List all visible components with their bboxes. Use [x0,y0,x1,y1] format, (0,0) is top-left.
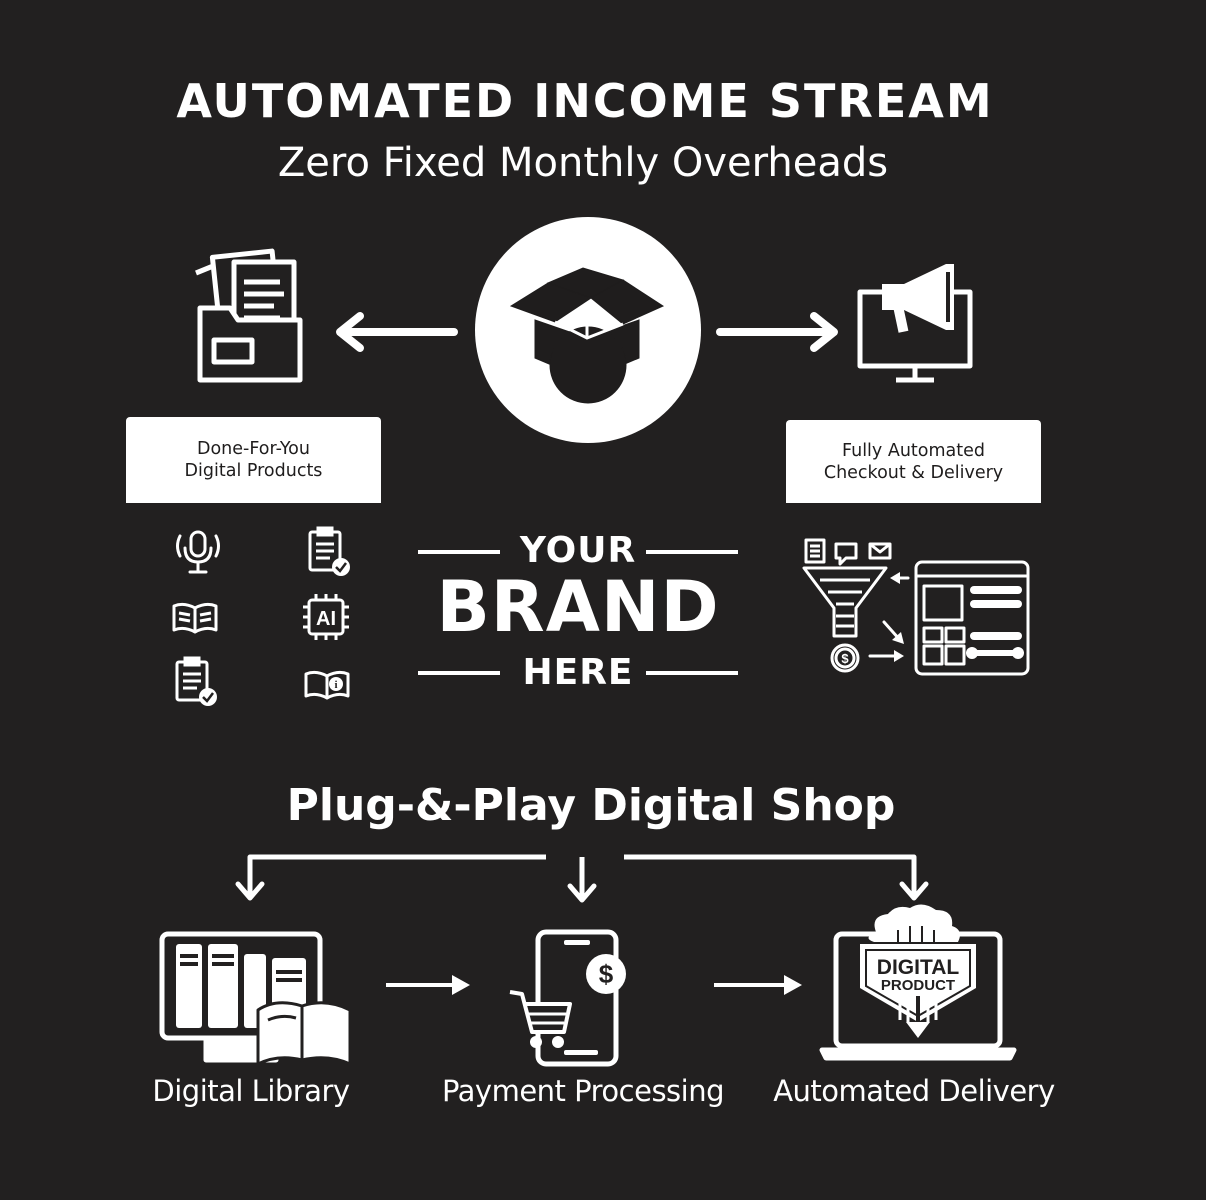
laptop-delivery-icon: DIGITAL PRODUCT [819,904,1017,1061]
flow-arrow-2 [714,975,802,995]
info-book-icon: i [304,670,350,700]
step-label-automated-delivery: Automated Delivery [773,1074,1055,1108]
step-label-digital-library: Digital Library [152,1074,350,1108]
brand-rule-right-bottom [646,671,738,675]
checkout-delivery-line1: Fully Automated [842,440,985,461]
done-for-you-line2: Digital Products [184,461,323,481]
page-title: AUTOMATED INCOME STREAM [176,74,994,128]
done-for-you-line1: Done-For-You [197,439,310,459]
done-for-you-label: Done-For-You Digital Products [126,417,381,503]
laptop-line2: PRODUCT [881,977,955,994]
brand-main-text: BRAND [436,566,720,648]
flow-arrow-1 [386,975,470,995]
brand-rule-left-top [418,550,500,554]
laptop-line1: DIGITAL [877,956,960,979]
checklist-icon [308,526,350,576]
ai-chip-icon: AI [303,594,349,640]
step-label-payment-processing: Payment Processing [441,1074,725,1108]
brand-placeholder: YOUR BRAND HERE [418,530,738,700]
svg-text:$: $ [841,651,849,666]
arrow-left-icon [336,312,458,352]
ebook-icon [172,602,218,634]
arrow-right-icon [716,312,838,352]
podcast-icon [176,530,220,574]
sales-funnel-icon: $ [802,538,1030,676]
shop-title: Plug-&-Play Digital Shop [286,780,896,831]
checkout-delivery-line2: Checkout & Delivery [823,462,1004,483]
svg-text:AI: AI [316,608,336,630]
monitor-megaphone-icon [857,264,973,383]
open-box-icon [475,217,701,443]
svg-text:$: $ [599,959,614,989]
branch-arrows [235,854,929,903]
checkout-delivery-label: Fully Automated Checkout & Delivery [786,420,1041,503]
svg-text:i: i [334,679,337,691]
documents-folder-icon [195,248,303,383]
brand-bottom-text: HERE [522,652,634,693]
page-subtitle: Zero Fixed Monthly Overheads [277,140,889,186]
brand-rule-right-top [646,550,738,554]
brand-top-text: YOUR [519,530,637,571]
digital-library-icon [159,931,352,1066]
payment-phone-icon: $ [509,929,626,1067]
checklist-icon [175,656,217,706]
brand-rule-left-bottom [418,671,500,675]
